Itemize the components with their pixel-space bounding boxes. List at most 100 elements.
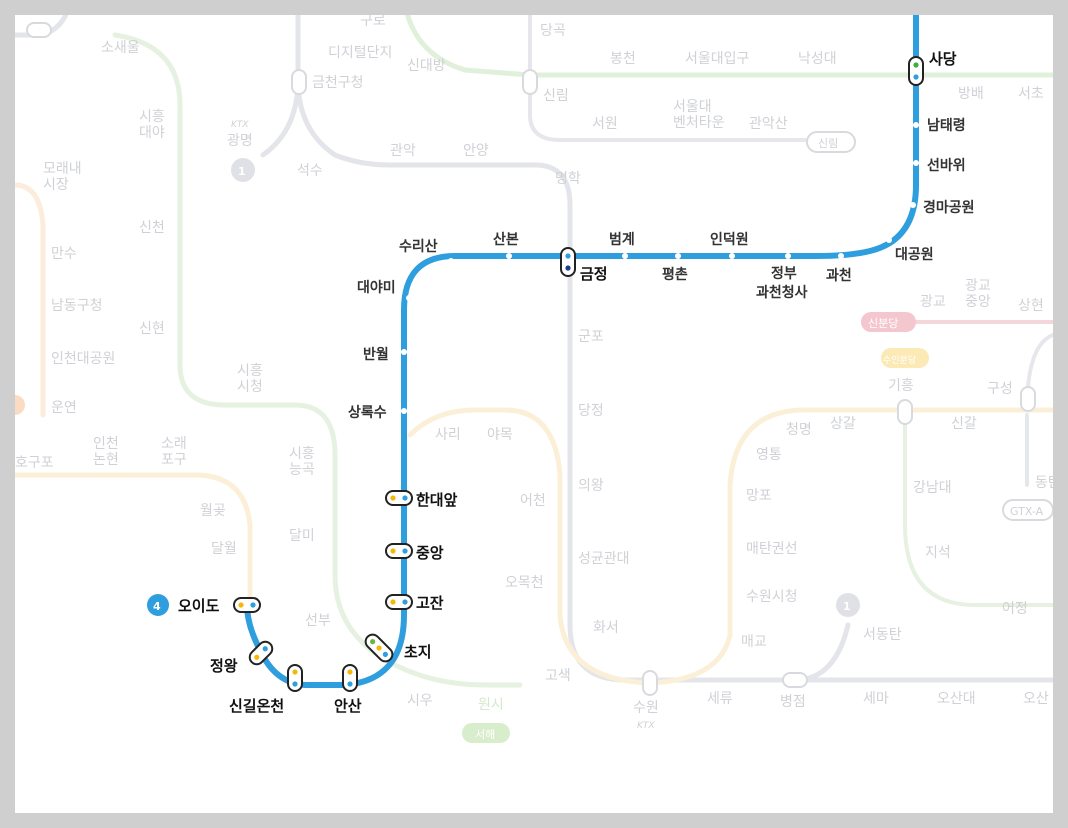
line-4-station-dots bbox=[401, 122, 919, 414]
faint-badge-1-right bbox=[836, 593, 860, 617]
station-label-surisan[interactable]: 수리산 bbox=[399, 238, 438, 255]
station-label-ansan[interactable]: 안산 bbox=[334, 697, 362, 715]
dot-sanbon bbox=[506, 253, 512, 259]
faint-label-wolgot: 월곶 bbox=[200, 503, 226, 519]
faint-label-eojeong: 어정 bbox=[1002, 601, 1028, 617]
faint-label-dalwol: 달월 bbox=[211, 541, 237, 557]
faint-label-sema: 세마 bbox=[863, 691, 889, 707]
station-label-banwol[interactable]: 반월 bbox=[363, 346, 389, 363]
station-label-choji[interactable]: 초지 bbox=[404, 643, 432, 661]
faint-label-dalmi: 달미 bbox=[289, 528, 315, 544]
station-label-seonbawi[interactable]: 선바위 bbox=[927, 158, 966, 174]
station-label-govcomplex-1[interactable]: 정부 bbox=[771, 265, 797, 282]
faint-label-guseong: 구성 bbox=[987, 381, 1013, 397]
faint-label-hogupo: 호구포 bbox=[15, 455, 54, 471]
faint-label-seonbu: 선부 bbox=[305, 613, 331, 629]
station-label-handaeap[interactable]: 한대앞 bbox=[416, 491, 458, 509]
station-label-geumjeong[interactable]: 금정 bbox=[580, 265, 608, 283]
transfer-choji bbox=[364, 633, 394, 663]
faint-label-goseak: 고색 bbox=[545, 668, 571, 684]
faint-label-sinhyeon: 신현 bbox=[139, 321, 165, 337]
station-label-sangroksu[interactable]: 상록수 bbox=[348, 405, 387, 421]
faint-tag-gtxa: GTX-A bbox=[1010, 505, 1044, 518]
faint-badge-1-right-text: 1 bbox=[843, 600, 851, 613]
station-label-pyeongchon[interactable]: 평촌 bbox=[662, 266, 688, 283]
dot-daegongwon bbox=[886, 237, 892, 243]
faint-label-sillim: 신림 bbox=[543, 88, 569, 104]
faint-line-1-d bbox=[792, 622, 851, 683]
station-label-namtaeryeong[interactable]: 남태령 bbox=[927, 117, 966, 134]
faint-badge-sillim-box bbox=[806, 131, 856, 153]
faint-transfer-byeongjeom bbox=[782, 672, 808, 688]
faint-badge-1-left bbox=[231, 158, 255, 182]
transfer-jungang bbox=[385, 543, 413, 559]
station-label-oido[interactable]: 오이도 bbox=[178, 597, 220, 615]
dot-govcomplex bbox=[785, 253, 791, 259]
faint-label-singal: 신갈 bbox=[951, 416, 977, 432]
dot-indeogwon bbox=[729, 253, 735, 259]
station-label-indeogwon[interactable]: 인덕원 bbox=[710, 231, 749, 248]
faint-label-osan: 오산 bbox=[1023, 691, 1049, 707]
faint-label-unyeon: 운연 bbox=[51, 400, 77, 416]
dot-beomgye bbox=[622, 253, 628, 259]
line-4-route bbox=[244, 15, 919, 688]
station-label-govcomplex-2[interactable]: 과천청사 bbox=[756, 285, 808, 301]
faint-label-anyang: 안양 bbox=[463, 143, 489, 159]
faint-label-gwangmyeong: 광명 bbox=[227, 133, 253, 149]
station-label-gojan[interactable]: 고잔 bbox=[416, 594, 444, 612]
faint-label-sanghyeon: 상현 bbox=[1018, 298, 1044, 314]
faint-label-guro: 구로 bbox=[360, 15, 386, 29]
faint-label-seryu: 세류 bbox=[707, 691, 733, 707]
line-4-transfer-stations bbox=[233, 56, 924, 692]
dot-pyeongchon bbox=[675, 253, 681, 259]
line-4-labels[interactable]: 사당 남태령 선바위 경마공원 대공원 과천 정부 과천청사 인덕원 평촌 범계… bbox=[178, 50, 975, 715]
dot-seonbawi bbox=[913, 160, 919, 166]
faint-badge-1-left-text: 1 bbox=[238, 165, 246, 178]
station-label-jungang[interactable]: 중앙 bbox=[416, 544, 444, 562]
station-label-gwacheon[interactable]: 과천 bbox=[826, 268, 852, 284]
faint-line-yellow-b bbox=[407, 407, 1053, 686]
transfer-jeongwang bbox=[248, 640, 274, 666]
faint-label-nakseongdae: 낙성대 bbox=[798, 51, 837, 67]
faint-transfer-sillim bbox=[522, 69, 538, 95]
faint-label-ohmokcheon: 오목천 bbox=[505, 575, 544, 591]
dot-gwacheon bbox=[838, 253, 844, 259]
faint-tag-suinbundang: 수인분당 bbox=[883, 355, 916, 366]
faint-label-sincheon: 신천 bbox=[139, 220, 165, 236]
faint-transfer-sosa bbox=[26, 22, 52, 38]
faint-label-jiseok: 지석 bbox=[925, 545, 951, 561]
dot-daeyami bbox=[406, 295, 412, 301]
faint-label-sungkyunkwan: 성균관대 bbox=[578, 551, 630, 567]
faint-label-seodongtan: 서동탄 bbox=[863, 627, 902, 643]
faint-label-gwanaksan: 관악산 bbox=[749, 116, 788, 132]
station-label-daegongwon[interactable]: 대공원 bbox=[895, 247, 934, 263]
station-label-singiloncheon[interactable]: 신길온천 bbox=[229, 697, 284, 715]
transfer-handaeap bbox=[385, 490, 413, 506]
faint-transfer-guseong bbox=[1020, 386, 1036, 412]
station-label-jeongwang[interactable]: 정왕 bbox=[210, 657, 238, 675]
faint-label-ktx-gwangmyeong: KTX bbox=[231, 120, 249, 130]
faint-label-suwon: 수원 bbox=[633, 700, 659, 716]
dot-banwol bbox=[401, 349, 407, 355]
faint-label-byeongjeom: 병점 bbox=[780, 694, 806, 710]
dot-gyeongmapark bbox=[910, 202, 916, 208]
faint-label-manseu: 만수 bbox=[51, 246, 77, 262]
faint-label-yamok: 야목 bbox=[487, 427, 513, 443]
faint-line-2-b bbox=[528, 15, 807, 142]
transfer-geumjeong bbox=[560, 247, 576, 277]
faint-label-eocheon: 어천 bbox=[520, 493, 546, 509]
transfer-singiloncheon bbox=[287, 664, 303, 692]
station-label-daeyami[interactable]: 대야미 bbox=[357, 279, 396, 296]
station-label-sanbon[interactable]: 산본 bbox=[493, 231, 519, 248]
faint-line-green-west bbox=[112, 32, 523, 688]
station-label-sadang[interactable]: 사당 bbox=[929, 50, 957, 68]
faint-label-uiwang: 의왕 bbox=[578, 478, 604, 494]
faint-label-yeongtong: 영통 bbox=[756, 447, 782, 463]
station-label-beomgye[interactable]: 범계 bbox=[609, 232, 635, 248]
station-label-gyeongmapark[interactable]: 경마공원 bbox=[923, 199, 975, 216]
faint-tag-sillim: 신림 bbox=[818, 137, 838, 150]
